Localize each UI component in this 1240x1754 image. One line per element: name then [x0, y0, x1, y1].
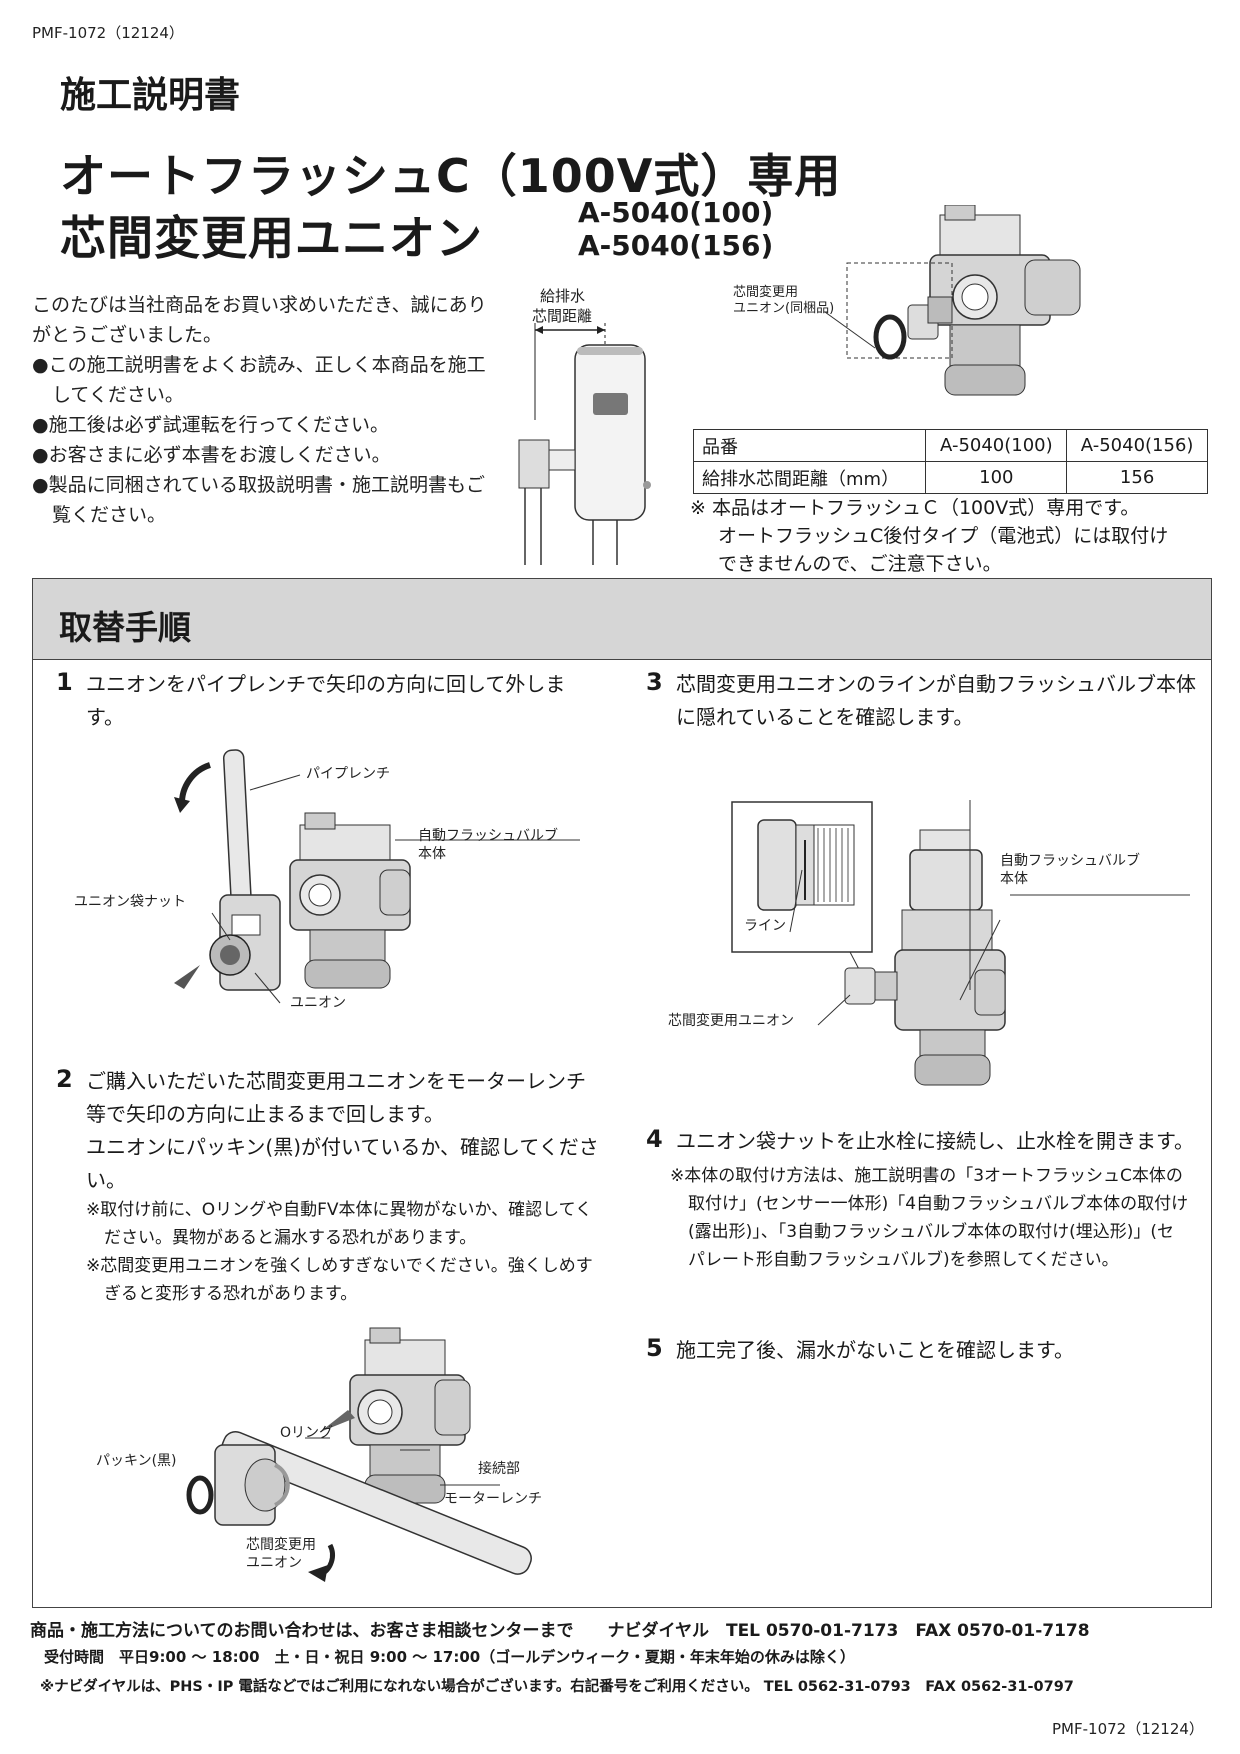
- doc-type-heading: 施工説明書: [60, 75, 241, 116]
- distance-label-2: 芯間距離: [532, 307, 593, 325]
- spec-table: 品番 A-5040(100) A-5040(156) 給排水芯間距離（mm） 1…: [692, 429, 1208, 494]
- procedure-title: 取替手順: [59, 608, 191, 647]
- spec-note-line: オートフラッシュC後付タイプ（電池式）には取付け: [718, 525, 1169, 547]
- fig1-label-valve-2: 本体: [418, 846, 446, 862]
- table-cell: 給排水芯間距離（mm）: [692, 461, 927, 494]
- step-2-note: ※取付け前に、Oリングや自動FV本体に異物がないか、確認してください。異物がある…: [86, 1200, 593, 1248]
- step-3-number: 3: [646, 668, 663, 696]
- fig2-label-motor-wrench: モーターレンチ: [444, 1491, 542, 1507]
- fig3-label-valve-2: 本体: [1000, 871, 1028, 887]
- table-cell: A-5040(156): [1066, 429, 1208, 462]
- step-1-figure: [170, 745, 580, 1015]
- included-label-2: ユニオン(同梱品): [733, 301, 835, 316]
- step-2-text: ご購入いただいた芯間変更用ユニオンをモーターレンチ等で矢印の方向に止まるまで回し…: [86, 1065, 601, 1197]
- step-2-number: 2: [56, 1065, 73, 1093]
- fig1-label-nut: ユニオン袋ナット: [74, 894, 186, 910]
- step-2-note: ※芯間変更用ユニオンを強くしめすぎないでください。強くしめすぎると変形する恐れが…: [86, 1256, 593, 1304]
- step-2-figure: [180, 1320, 580, 1590]
- intro-bullet: ●お客さまに必ず本書をお渡しください。: [32, 444, 391, 466]
- fig1-label-union: ユニオン: [290, 995, 346, 1011]
- fig2-label-union-1: 芯間変更用: [246, 1537, 316, 1553]
- model-number-2: A-5040(156): [578, 229, 774, 262]
- intro-bullet: ●この施工説明書をよくお読み、正しく本商品を施工してください。: [32, 354, 486, 406]
- title-line-2: 芯間変更用ユニオン: [60, 211, 483, 265]
- spec-note-line: できませんので、ご注意下さい。: [718, 553, 1002, 575]
- fig3-label-line: ライン: [744, 918, 786, 934]
- fig1-label-valve-1: 自動フラッシュバルブ: [418, 828, 558, 844]
- step-4-note: ※本体の取付け方法は、施工説明書の「3オートフラッシュC本体の取付け」(センサー…: [670, 1166, 1189, 1270]
- fig2-label-packing: パッキン(黒): [96, 1453, 177, 1469]
- fig2-label-oring: Oリング: [280, 1425, 334, 1441]
- step-5-number: 5: [646, 1334, 663, 1362]
- intro-bullet: ●施工後は必ず試運転を行ってください。: [32, 414, 390, 436]
- table-cell: 156: [1066, 461, 1208, 494]
- table-cell: 品番: [692, 429, 927, 462]
- procedure-panel: 取替手順: [32, 578, 1212, 1608]
- fig2-label-joint: 接続部: [478, 1461, 520, 1477]
- intro-text: このたびは当社商品をお買い求めいただき、誠にありがとうございました。 ●この施工…: [32, 290, 502, 530]
- fig2-label-union-2: ユニオン: [246, 1555, 302, 1571]
- step-3-text: 芯間変更用ユニオンのラインが自動フラッシュバルブ本体に隠れていることを確認します…: [676, 672, 1196, 729]
- table-cell: 100: [925, 461, 1068, 494]
- doc-code-top: PMF-1072（12124）: [32, 24, 184, 42]
- step-1-number: 1: [56, 668, 73, 696]
- footer-contact: 商品・施工方法についてのお問い合わせは、お客さま相談センターまで ナビダイヤル …: [30, 1621, 1090, 1641]
- spec-note-line: ※ 本品はオートフラッシュＣ（100V式）専用です。: [690, 497, 1140, 519]
- procedure-header: 取替手順: [33, 579, 1211, 660]
- valve-with-union-figure: [830, 204, 1090, 420]
- included-leader-line: [825, 311, 876, 349]
- included-label-1: 芯間変更用: [733, 285, 799, 300]
- fig3-label-valve-1: 自動フラッシュバルブ: [1000, 853, 1140, 869]
- step-5-text: 施工完了後、漏水がないことを確認します。: [676, 1338, 1074, 1362]
- step-2-notes: ※取付け前に、Oリングや自動FV本体に異物がないか、確認してください。異物がある…: [86, 1196, 601, 1308]
- step-2-line: ユニオンにパッキン(黒)が付いているか、確認してください。: [86, 1135, 599, 1192]
- distance-label-1: 給排水: [540, 287, 586, 305]
- fig1-label-wrench: パイプレンチ: [306, 766, 390, 782]
- model-number-1: A-5040(100): [578, 196, 774, 229]
- spec-note: ※ 本品はオートフラッシュＣ（100V式）専用です。 オートフラッシュC後付タイ…: [690, 494, 1230, 578]
- sensor-figure: [505, 285, 675, 565]
- title-line-1: オートフラッシュC（100V式）専用: [60, 149, 842, 203]
- table-row: 給排水芯間距離（mm） 100 156: [692, 461, 1208, 494]
- table-cell: A-5040(100): [925, 429, 1068, 462]
- doc-code-bottom: PMF-1072（12124）: [1052, 1720, 1204, 1738]
- intro-bullet: ●製品に同梱されている取扱説明書・施工説明書もご覧ください。: [32, 474, 486, 526]
- footer-hours: 受付時間 平日9:00 ～ 18:00 土・日・祝日 9:00 ～ 17:00（…: [44, 1648, 855, 1666]
- step-4-notes: ※本体の取付け方法は、施工説明書の「3オートフラッシュC本体の取付け」(センサー…: [670, 1162, 1190, 1274]
- greeting: このたびは当社商品をお買い求めいただき、誠にありがとうございました。: [32, 294, 487, 346]
- fig3-label-union: 芯間変更用ユニオン: [668, 1013, 794, 1029]
- step-4-text: ユニオン袋ナットを止水栓に接続し、止水栓を開きます。: [676, 1129, 1194, 1153]
- step-4-number: 4: [646, 1125, 663, 1153]
- footer-note: ※ナビダイヤルは、PHS・IP 電話などではご利用になれない場合がございます。右…: [40, 1679, 1074, 1695]
- step-2-line: ご購入いただいた芯間変更用ユニオンをモーターレンチ等で矢印の方向に止まるまで回し…: [86, 1069, 586, 1126]
- table-row: 品番 A-5040(100) A-5040(156): [692, 429, 1208, 462]
- step-3-figure: [670, 800, 1190, 1100]
- step-1-text: ユニオンをパイプレンチで矢印の方向に回して外します。: [86, 672, 566, 729]
